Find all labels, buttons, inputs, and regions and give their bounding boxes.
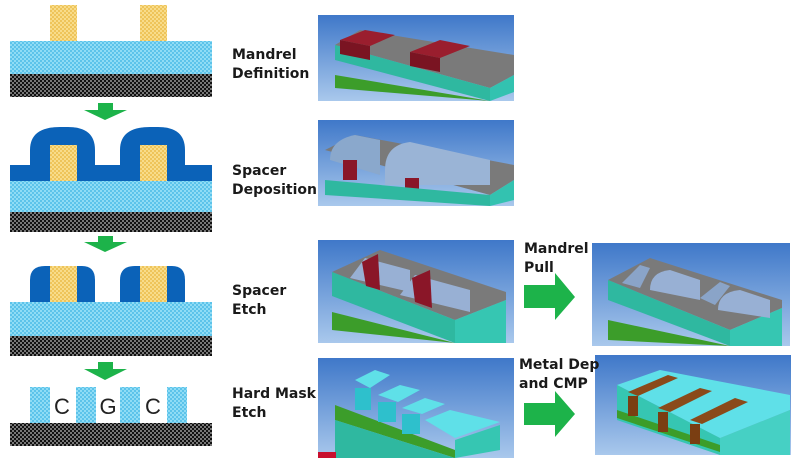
- step-label-mandrel-definition: Mandrel Definition: [232, 46, 309, 84]
- cross-section-mandrel-definition: [10, 5, 212, 97]
- render-mandrel-definition: [318, 15, 514, 101]
- down-arrow-icon: [84, 362, 127, 380]
- label-line: Hard Mask: [232, 386, 316, 402]
- transition-label-mandrel-pull: Mandrel Pull: [524, 240, 589, 278]
- right-arrow-icon: [524, 273, 575, 320]
- down-arrow-icon: [84, 236, 127, 252]
- region-letter: G: [99, 394, 116, 419]
- step-label-hard-mask-etch: Hard Mask Etch: [232, 385, 316, 423]
- label-line: Pull: [524, 260, 554, 276]
- step-label-spacer-etch: Spacer Etch: [232, 282, 286, 320]
- cross-section-spacer-deposition: [10, 127, 212, 232]
- right-arrow-icon: [524, 391, 575, 437]
- label-line: Metal Dep: [519, 357, 600, 373]
- step-label-spacer-deposition: Spacer Deposition: [232, 162, 317, 200]
- label-line: Etch: [232, 405, 267, 421]
- cross-section-hard-mask-etch: C G C: [10, 387, 212, 446]
- label-line: Mandrel: [232, 47, 297, 63]
- label-line: Spacer: [232, 163, 287, 179]
- render-spacer-etch: [318, 240, 514, 343]
- region-letter: C: [145, 394, 161, 419]
- transition-label-metal-dep-cmp: Metal Dep and CMP: [519, 356, 599, 394]
- label-line: and CMP: [519, 376, 588, 392]
- render-metal-dep-cmp: [595, 355, 791, 455]
- render-hard-mask-etch: [318, 358, 514, 458]
- region-letter: C: [54, 394, 70, 419]
- label-line: Deposition: [232, 182, 317, 198]
- label-line: Spacer: [232, 283, 287, 299]
- label-line: Etch: [232, 302, 267, 318]
- label-line: Mandrel: [524, 241, 589, 257]
- cross-section-spacer-etch: [10, 266, 212, 356]
- render-spacer-deposition: [318, 120, 514, 206]
- render-mandrel-pull: [592, 243, 790, 346]
- down-arrow-icon: [84, 103, 127, 120]
- label-line: Definition: [232, 66, 310, 82]
